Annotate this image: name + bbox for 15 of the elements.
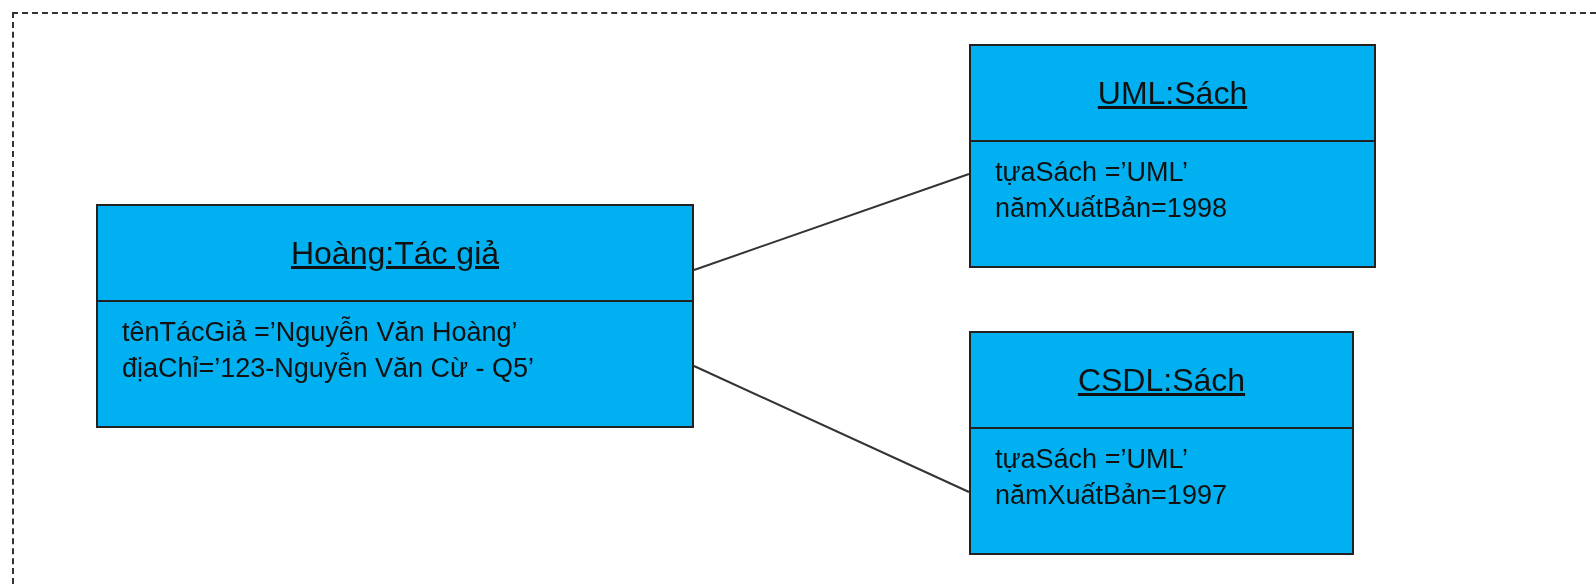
object-name: UML:Sách	[1097, 74, 1248, 112]
attribute-text: tựaSách =’UML’	[995, 156, 1189, 189]
association-line	[693, 365, 970, 493]
attribute-text: nămXuấtBản=1998	[995, 191, 1228, 225]
attribute-text: nămXuấtBản=1997	[995, 478, 1228, 512]
attribute-text: tênTácGiả =’Nguyễn Văn Hoàng’	[122, 316, 519, 349]
object-name: Hoàng:Tác giả	[290, 234, 500, 272]
object-name: CSDL:Sách	[1077, 361, 1246, 399]
object-box	[969, 331, 1354, 555]
object-box	[969, 44, 1376, 268]
attribute-text: tựaSách =’UML’	[995, 443, 1189, 476]
attribute-text: địaChỉ=’123-Nguyễn Văn Cừ - Q5’	[122, 351, 536, 385]
association-line	[693, 173, 970, 271]
object-box	[96, 204, 694, 428]
dashed-frame	[12, 12, 1596, 584]
